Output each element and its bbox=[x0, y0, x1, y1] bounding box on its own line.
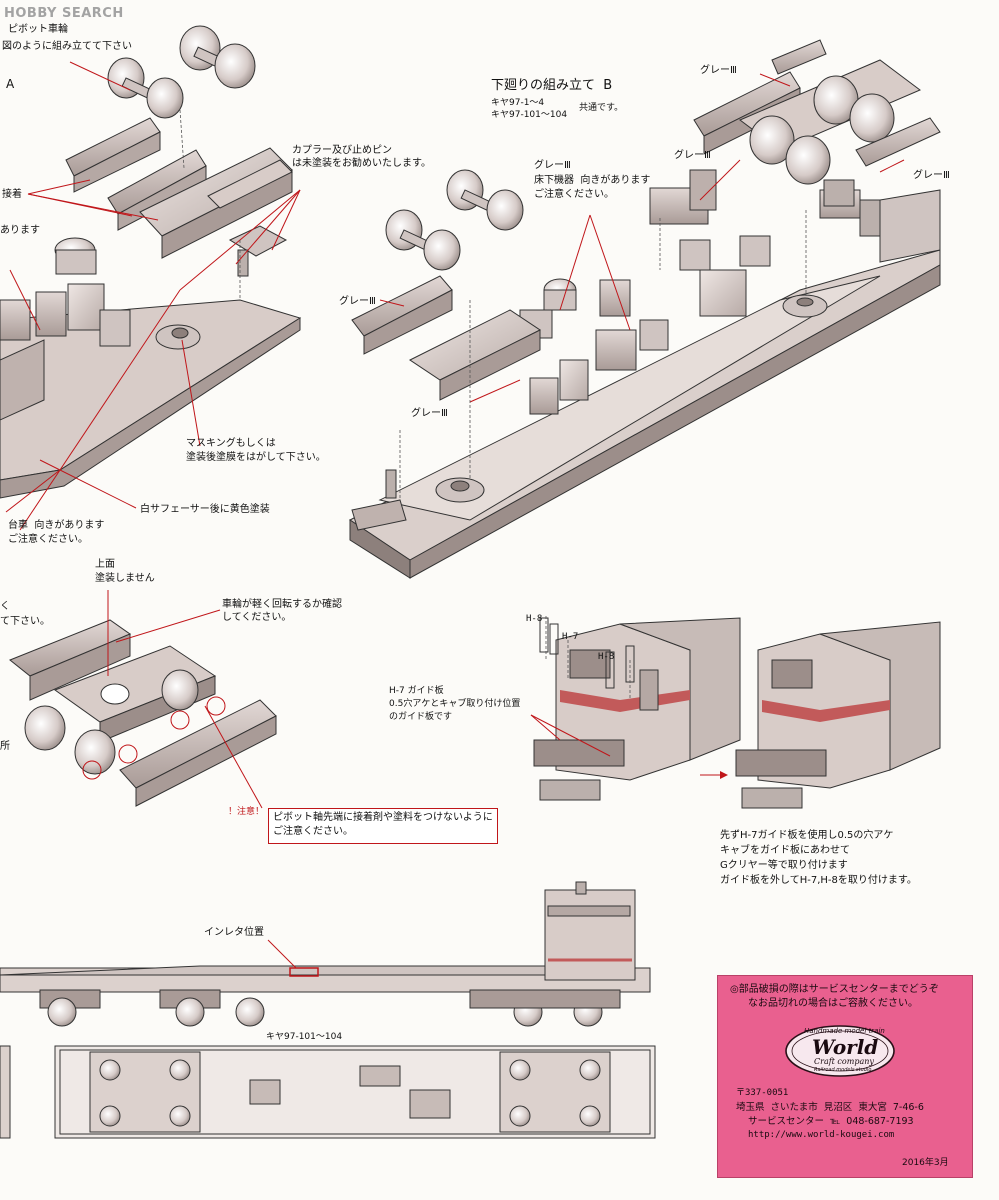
assembly-guide-lines bbox=[179, 109, 807, 700]
brand-sub: Craft company bbox=[814, 1057, 874, 1066]
top-face-note-2: 塗装しません bbox=[95, 573, 155, 584]
underfloor-note-1: 床下機器 向きがあります bbox=[534, 175, 651, 186]
bogie-note-2: ご注意ください。 bbox=[8, 534, 88, 545]
guide-h7-label: H-7 bbox=[562, 632, 579, 642]
shop-line-1: ◎部品破損の際はサービスセンターまでどうぞ bbox=[730, 984, 939, 995]
guide-step-1: 先ずH-7ガイド板を使用し0.5の穴アケ bbox=[720, 830, 894, 841]
guide-note-3: のガイド板です bbox=[389, 712, 453, 722]
guide-note-1: H-7 ガイド板 bbox=[389, 686, 444, 696]
wheelset-a2 bbox=[107, 57, 184, 119]
gray-label-right: グレーⅢ bbox=[913, 170, 950, 181]
left-partial-c: 所 bbox=[0, 741, 10, 752]
underfloor-note-2: ご注意ください。 bbox=[534, 189, 614, 200]
shop-service: サービスセンター ℡ 048-687-7193 bbox=[748, 1116, 914, 1127]
gray-label-underfloor: グレーⅢ bbox=[534, 160, 571, 171]
side-frames-b bbox=[351, 275, 541, 401]
brand-top: Handmade model train bbox=[804, 1027, 885, 1035]
service-center-box: ◎部品破損の際はサービスセンターまでどうぞ なお品切れの場合はご容赦ください。 … bbox=[717, 975, 973, 1178]
side-elevation bbox=[0, 881, 651, 1027]
section-a-label: A bbox=[6, 77, 15, 91]
plan-model-label: キヤ97-101〜104 bbox=[266, 1032, 343, 1042]
coupler-note-2: は未塗装をお勧めいたします。 bbox=[292, 158, 431, 169]
cab-with-guide bbox=[533, 617, 741, 801]
guide-h8-label-a: H-8 bbox=[526, 614, 543, 624]
shop-url: http://www.world-kougei.com bbox=[748, 1130, 895, 1140]
wheelset-b1 bbox=[446, 169, 524, 231]
section-b-models-2: キヤ97-101〜104 bbox=[491, 110, 568, 120]
watermark-text: HOBBY SEARCH bbox=[4, 6, 124, 21]
bogie-b-assembled bbox=[693, 39, 941, 207]
section-b-shared: 共通です。 bbox=[579, 103, 624, 113]
chassis-b bbox=[349, 169, 941, 579]
shop-postal: 〒337-0051 bbox=[736, 1088, 789, 1098]
inletter-label: インレタ位置 bbox=[204, 927, 264, 938]
coupler-note-1: カプラー及び止めピン bbox=[292, 145, 392, 156]
shop-date: 2016年3月 bbox=[902, 1158, 949, 1168]
section-b-models-1: キヤ97-1〜4 bbox=[491, 98, 545, 108]
logo-oval bbox=[785, 1025, 895, 1077]
chassis-a bbox=[0, 225, 302, 499]
left-partial-b: て下さい。 bbox=[0, 616, 50, 627]
guide-step-4: ガイド板を外してH-7,H-8を取り付けます。 bbox=[720, 875, 917, 886]
surfacer-note: 白サフェーサー後に黄色塗装 bbox=[140, 504, 270, 515]
shop-line-2: なお品切れの場合はご容赦ください。 bbox=[748, 998, 918, 1009]
bogie-note-1: 台車 向きがあります bbox=[8, 520, 105, 531]
pivot-wheel-instruction: 図のように組み立てて下さい bbox=[2, 41, 132, 52]
direction-label: あります bbox=[0, 225, 40, 236]
guide-h8-label-b: H-8 bbox=[598, 652, 615, 662]
gray-label-top-right: グレーⅢ bbox=[700, 65, 737, 76]
plan-view bbox=[0, 1045, 656, 1139]
wheel-note-2: してください。 bbox=[222, 612, 292, 623]
gray-label-left-mid: グレーⅢ bbox=[339, 296, 376, 307]
gray-label-lower: グレーⅢ bbox=[411, 408, 448, 419]
guide-step-2: キャブをガイド板にあわせて bbox=[720, 845, 850, 856]
bogie-detail bbox=[9, 619, 277, 807]
section-b-title: 下廻りの組み立て B bbox=[491, 78, 613, 93]
brand-name: World bbox=[812, 1035, 879, 1059]
caution-label: ！注意！ bbox=[228, 807, 265, 817]
side-frames-a bbox=[65, 117, 293, 259]
masking-note-1: マスキングもしくは bbox=[186, 438, 276, 449]
glue-label: 接着 bbox=[2, 189, 22, 200]
world-craft-logo: Handmade model train World Craft company… bbox=[784, 1024, 896, 1078]
brand-bottom: Railroad models studio bbox=[814, 1067, 872, 1073]
masking-note-2: 塗装後塗膜をはがして下さい。 bbox=[186, 452, 326, 463]
left-partial-a: く bbox=[0, 601, 10, 612]
pivot-wheel-heading: ピボット車輪 bbox=[8, 24, 68, 35]
guide-step-3: Gクリヤー等で取り付けます bbox=[720, 860, 848, 871]
leader-lines bbox=[5, 61, 905, 969]
wheel-note-1: 車輪が軽く回転するか確認 bbox=[222, 599, 342, 610]
gray-label-mid-upper: グレーⅢ bbox=[674, 150, 711, 161]
wheelset-a1 bbox=[179, 25, 256, 89]
cab-completed bbox=[735, 621, 941, 809]
top-face-note-1: 上面 bbox=[95, 559, 115, 570]
caution-line-2: ご注意ください。 bbox=[273, 826, 353, 837]
wheelset-b2 bbox=[385, 209, 461, 271]
hobbysearch-watermark: HOBBY SEARCH bbox=[4, 6, 124, 22]
shop-address: 埼玉県 さいたま市 見沼区 東大宮 7-46-6 bbox=[736, 1102, 924, 1113]
caution-box: ピボット軸先端に接着剤や塗料をつけないように ご注意ください。 bbox=[268, 808, 498, 844]
guide-note-2: 0.5穴アケとキャブ取り付け位置 bbox=[389, 699, 521, 709]
caution-line-1: ピボット軸先端に接着剤や塗料をつけないように bbox=[273, 812, 493, 823]
